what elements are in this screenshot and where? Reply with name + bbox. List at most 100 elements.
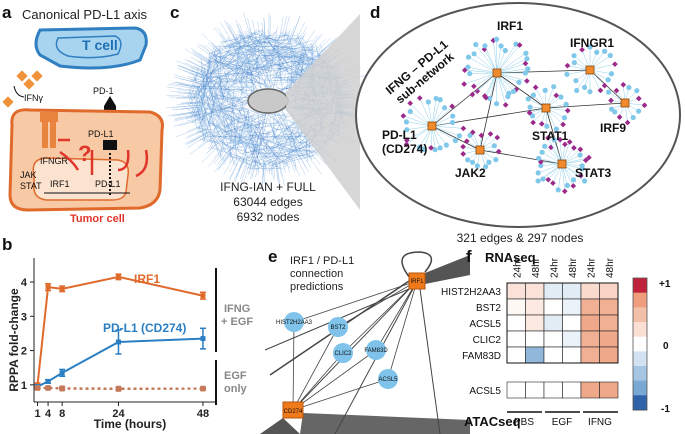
chart-series [34, 273, 206, 392]
data-point [115, 339, 121, 345]
regulator-node [586, 154, 592, 161]
hub-link [496, 69, 591, 74]
gene-cd274-edge [292, 326, 339, 411]
network-edge [262, 110, 279, 126]
hub-link [431, 125, 481, 151]
network-edge [268, 119, 285, 163]
network-edge [193, 104, 242, 153]
regulator-node [403, 137, 410, 144]
regulator-node [516, 42, 523, 48]
network-edge [281, 15, 287, 40]
target-node [581, 84, 588, 90]
network-edge [189, 137, 214, 155]
network-edge [247, 45, 283, 67]
network-edge [212, 43, 223, 54]
regulator-node [502, 102, 509, 108]
network-edge [271, 60, 285, 70]
network-edge [250, 68, 259, 75]
target-node [608, 106, 615, 112]
hub-irf9: IRF9 [600, 121, 626, 135]
network-edge [205, 72, 217, 113]
network-edge [233, 157, 245, 183]
data-point [35, 385, 41, 391]
network-edge [213, 125, 242, 137]
hub-link [431, 72, 498, 127]
network-edge [199, 49, 214, 116]
network-edge [235, 34, 290, 42]
network-edge [219, 33, 231, 49]
network-edge [243, 110, 247, 168]
regulator-node [566, 139, 573, 145]
gene-cd274-edge [292, 349, 377, 411]
target-node [602, 48, 608, 54]
network-edge [181, 107, 199, 110]
network-edge [229, 24, 240, 45]
data-point [59, 286, 65, 292]
target-node [563, 101, 569, 107]
network-edge [263, 17, 266, 39]
target-node [564, 182, 570, 188]
network-edge [203, 96, 235, 101]
heatmap-cell [599, 298, 619, 316]
network-edge [234, 157, 245, 183]
pdl1-series-label: PD-L1 (CD274) [103, 321, 186, 335]
network-edge [248, 144, 320, 154]
network-edge [316, 36, 338, 57]
network-edge [264, 40, 308, 57]
target-node [561, 115, 568, 121]
network-edge [223, 152, 233, 166]
regulator-node [564, 107, 571, 114]
network-edge [189, 70, 205, 77]
network-edge [197, 137, 213, 148]
regulator-node [577, 146, 584, 153]
network-edge [212, 57, 229, 73]
network-edge [222, 94, 231, 142]
data-point [115, 385, 121, 391]
atac-cell [543, 381, 563, 399]
heatmap-cell [543, 346, 563, 364]
spoke-edge [484, 45, 498, 74]
target-node [636, 108, 642, 114]
network-edge [209, 92, 217, 122]
target-node [571, 60, 577, 66]
network-edge [176, 60, 206, 74]
network-edge [186, 132, 209, 145]
y-tick-label: 1 [21, 380, 27, 392]
network-edge [232, 39, 256, 85]
ifngr-receptor-top [40, 112, 58, 122]
scale-step [633, 322, 647, 338]
network-edge [226, 76, 239, 97]
network-edge [268, 44, 296, 64]
network-edge [273, 135, 316, 160]
target-node [443, 142, 449, 148]
network-edge [173, 114, 201, 122]
network-edge [231, 46, 291, 55]
t-cell-nucleus [55, 35, 122, 59]
network-edge [209, 100, 249, 150]
hub-node [492, 68, 502, 78]
network-edge [260, 54, 302, 59]
target-node [630, 114, 636, 121]
network-edge [286, 76, 288, 94]
regulator-node [460, 143, 466, 150]
target-node [605, 89, 612, 95]
target-node [544, 123, 550, 129]
network-edge [187, 60, 208, 71]
y-tick-label: 4 [21, 277, 28, 289]
network-edge [224, 68, 272, 71]
network-edge [240, 158, 248, 180]
heatmap-cell [562, 298, 582, 316]
network-edge [186, 114, 201, 118]
time-label: 24hr [512, 257, 523, 278]
network-edge [266, 78, 284, 92]
network-edge [213, 27, 231, 49]
network-edge [220, 150, 229, 162]
target-node [535, 178, 541, 184]
target-node [558, 94, 564, 100]
network-edge [228, 106, 244, 123]
network-edge [312, 38, 327, 54]
network-edge [212, 102, 215, 138]
network-edge [250, 133, 286, 170]
network-edge [276, 44, 282, 83]
